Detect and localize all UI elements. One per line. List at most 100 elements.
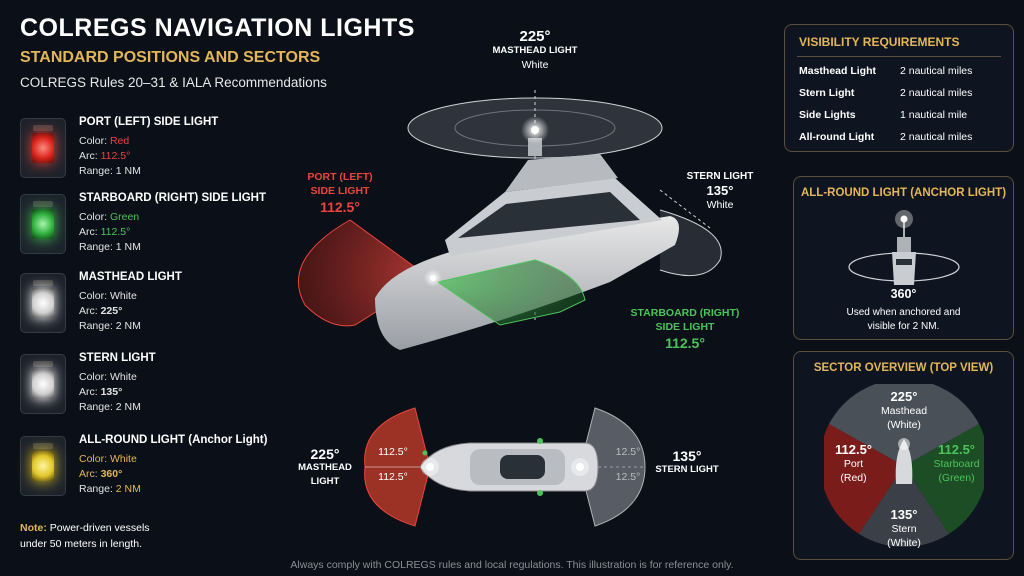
visibility-title: VISIBILITY REQUIREMENTS [799,35,960,49]
top-masthead-label: 225° MASTHEAD LIGHT [290,447,360,489]
range-value: 2 NM [115,483,141,495]
side-starboard-label: STARBOARD (RIGHT) SIDE LIGHT 112.5° [615,306,755,350]
rules-reference: COLREGS Rules 20–31 & IALA Recommendatio… [20,75,327,90]
sector-starboard-label: 112.5° Starboard (Green) [924,443,989,485]
side-stern-label: STERN LIGHT 135° White [670,170,770,212]
visibility-label: Side Lights [799,109,856,121]
color-value: Red [109,135,130,147]
top-port-arc-bottom: 112.5° [378,471,408,483]
all-round-desc: visible for 2 NM. [867,321,940,332]
legend-item-title: STERN LIGHT [79,352,156,364]
port-name: SIDE LIGHT [310,185,370,197]
stern-color: (White) [887,537,921,549]
sector-overview-diagram [824,384,984,547]
visibility-value: 2 nautical miles [900,131,973,143]
all-round-title: ALL-ROUND LIGHT (ANCHOR LIGHT) [800,187,1007,199]
sector-masthead [829,384,979,466]
lantern-white-icon [20,273,66,333]
color-value: White [109,290,137,302]
color-label: Color: [79,371,108,383]
top-port-arc-top: 112.5° [378,446,408,458]
legend-item-title: STARBOARD (RIGHT) SIDE LIGHT [79,192,266,204]
port-sector [297,219,431,327]
yacht-flybridge [505,154,618,192]
top-stern-arc-bottom: 12.5° [615,471,641,483]
stern-angle: 135° [890,507,918,522]
color-label: Color: [79,211,108,223]
stern-angle: 135° [672,448,702,464]
page-title: COLREGS NAVIGATION LIGHTS [20,14,415,42]
color-label: Color: [79,135,108,147]
starboard-name: STARBOARD (RIGHT) [630,307,740,319]
range-value: Range: 2 NM [79,320,141,332]
starboard-angle: 112.5° [665,335,705,351]
arc-label: Arc: [79,468,98,480]
arc-value: 112.5° [100,150,131,162]
top-starboard-light [537,438,543,444]
starboard-angle: 112.5° [937,442,975,457]
sector-masthead-label: 225° Masthead (White) [864,390,944,432]
divider [797,56,1001,57]
arc-label: Arc: [79,226,98,238]
visibility-label: Masthead Light [799,65,877,77]
top-starboard-light [537,490,543,496]
arc-label: Arc: [79,150,98,162]
lantern-white-icon [20,354,66,414]
note-text: under 50 meters in length. [20,538,142,550]
side-masthead-label: 225° MASTHEAD LIGHT White [470,28,600,72]
side-port-label: PORT (LEFT) SIDE LIGHT 112.5° [285,170,395,214]
disclaimer: Always comply with COLREGS rules and loc… [290,559,734,571]
stern-name: Stern [891,523,917,535]
legend-item-title: MASTHEAD LIGHT [79,271,182,283]
range-label: Range: [79,483,113,495]
legend-item-title: ALL-ROUND LIGHT (Anchor Light) [79,434,268,446]
top-view-illustration [364,407,646,527]
color-label: Color: [79,453,108,465]
top-masthead-light [426,463,434,471]
note-text: Power-driven vessels [49,522,150,534]
masthead-name: MASTHEAD LIGHT [492,45,578,56]
port-color: (Red) [840,472,867,484]
stern-name: STERN LIGHT [655,464,719,475]
stern-color: White [706,199,734,211]
sector-port [824,424,904,534]
range-value: Range: 1 NM [79,165,141,177]
legend-item-stern: STERN LIGHT Color: White Arc: 135° Range… [20,352,280,422]
sector-yacht-icon [895,439,913,484]
top-stern-sector [579,407,646,527]
visibility-row: Masthead Light 2 nautical miles [799,65,972,77]
sector-starboard [904,424,984,534]
footnote: Note: Power-driven vessels under 50 mete… [20,520,150,552]
sector-port-label: 112.5° Port (Red) [826,443,881,485]
top-stern-arc-top: 12.5° [615,446,641,458]
all-round-desc: Used when anchored and [846,307,961,318]
legend-item-masthead: MASTHEAD LIGHT Color: White Arc: 225° Ra… [20,271,280,341]
color-value: White [109,453,137,465]
visibility-panel: VISIBILITY REQUIREMENTS Masthead Light 2 … [784,24,1014,152]
arc-value: 112.5° [100,226,131,238]
visibility-label: All-round Light [799,131,875,143]
page-subtitle: STANDARD POSITIONS AND SECTORS [20,49,321,66]
visibility-label: Stern Light [799,87,855,99]
arc-label: Arc: [79,305,98,317]
all-round-angle: 360° [890,287,917,301]
masthead-angle: 225° [519,28,551,45]
starboard-name: SIDE LIGHT [655,321,715,333]
masthead-name: Masthead [880,405,928,417]
starboard-color: (Green) [938,472,975,484]
visibility-value: 2 nautical miles [900,65,973,77]
sector-stern-label: 135° Stern (White) [869,508,939,550]
port-light [430,275,436,281]
top-yacht-cockpit [500,455,545,479]
yacht-windows [458,192,640,238]
color-value: Green [109,211,140,223]
sector-light-glow [898,438,910,450]
arc-value: 225° [100,305,123,317]
top-stern-label: 135° STERN LIGHT [652,449,722,477]
top-stern-light [576,463,584,471]
legend-item-all-round: ALL-ROUND LIGHT (Anchor Light) Color: Wh… [20,434,280,504]
sector-stern [859,466,949,547]
masthead-angle: 225° [890,389,918,404]
color-value: White [109,371,137,383]
